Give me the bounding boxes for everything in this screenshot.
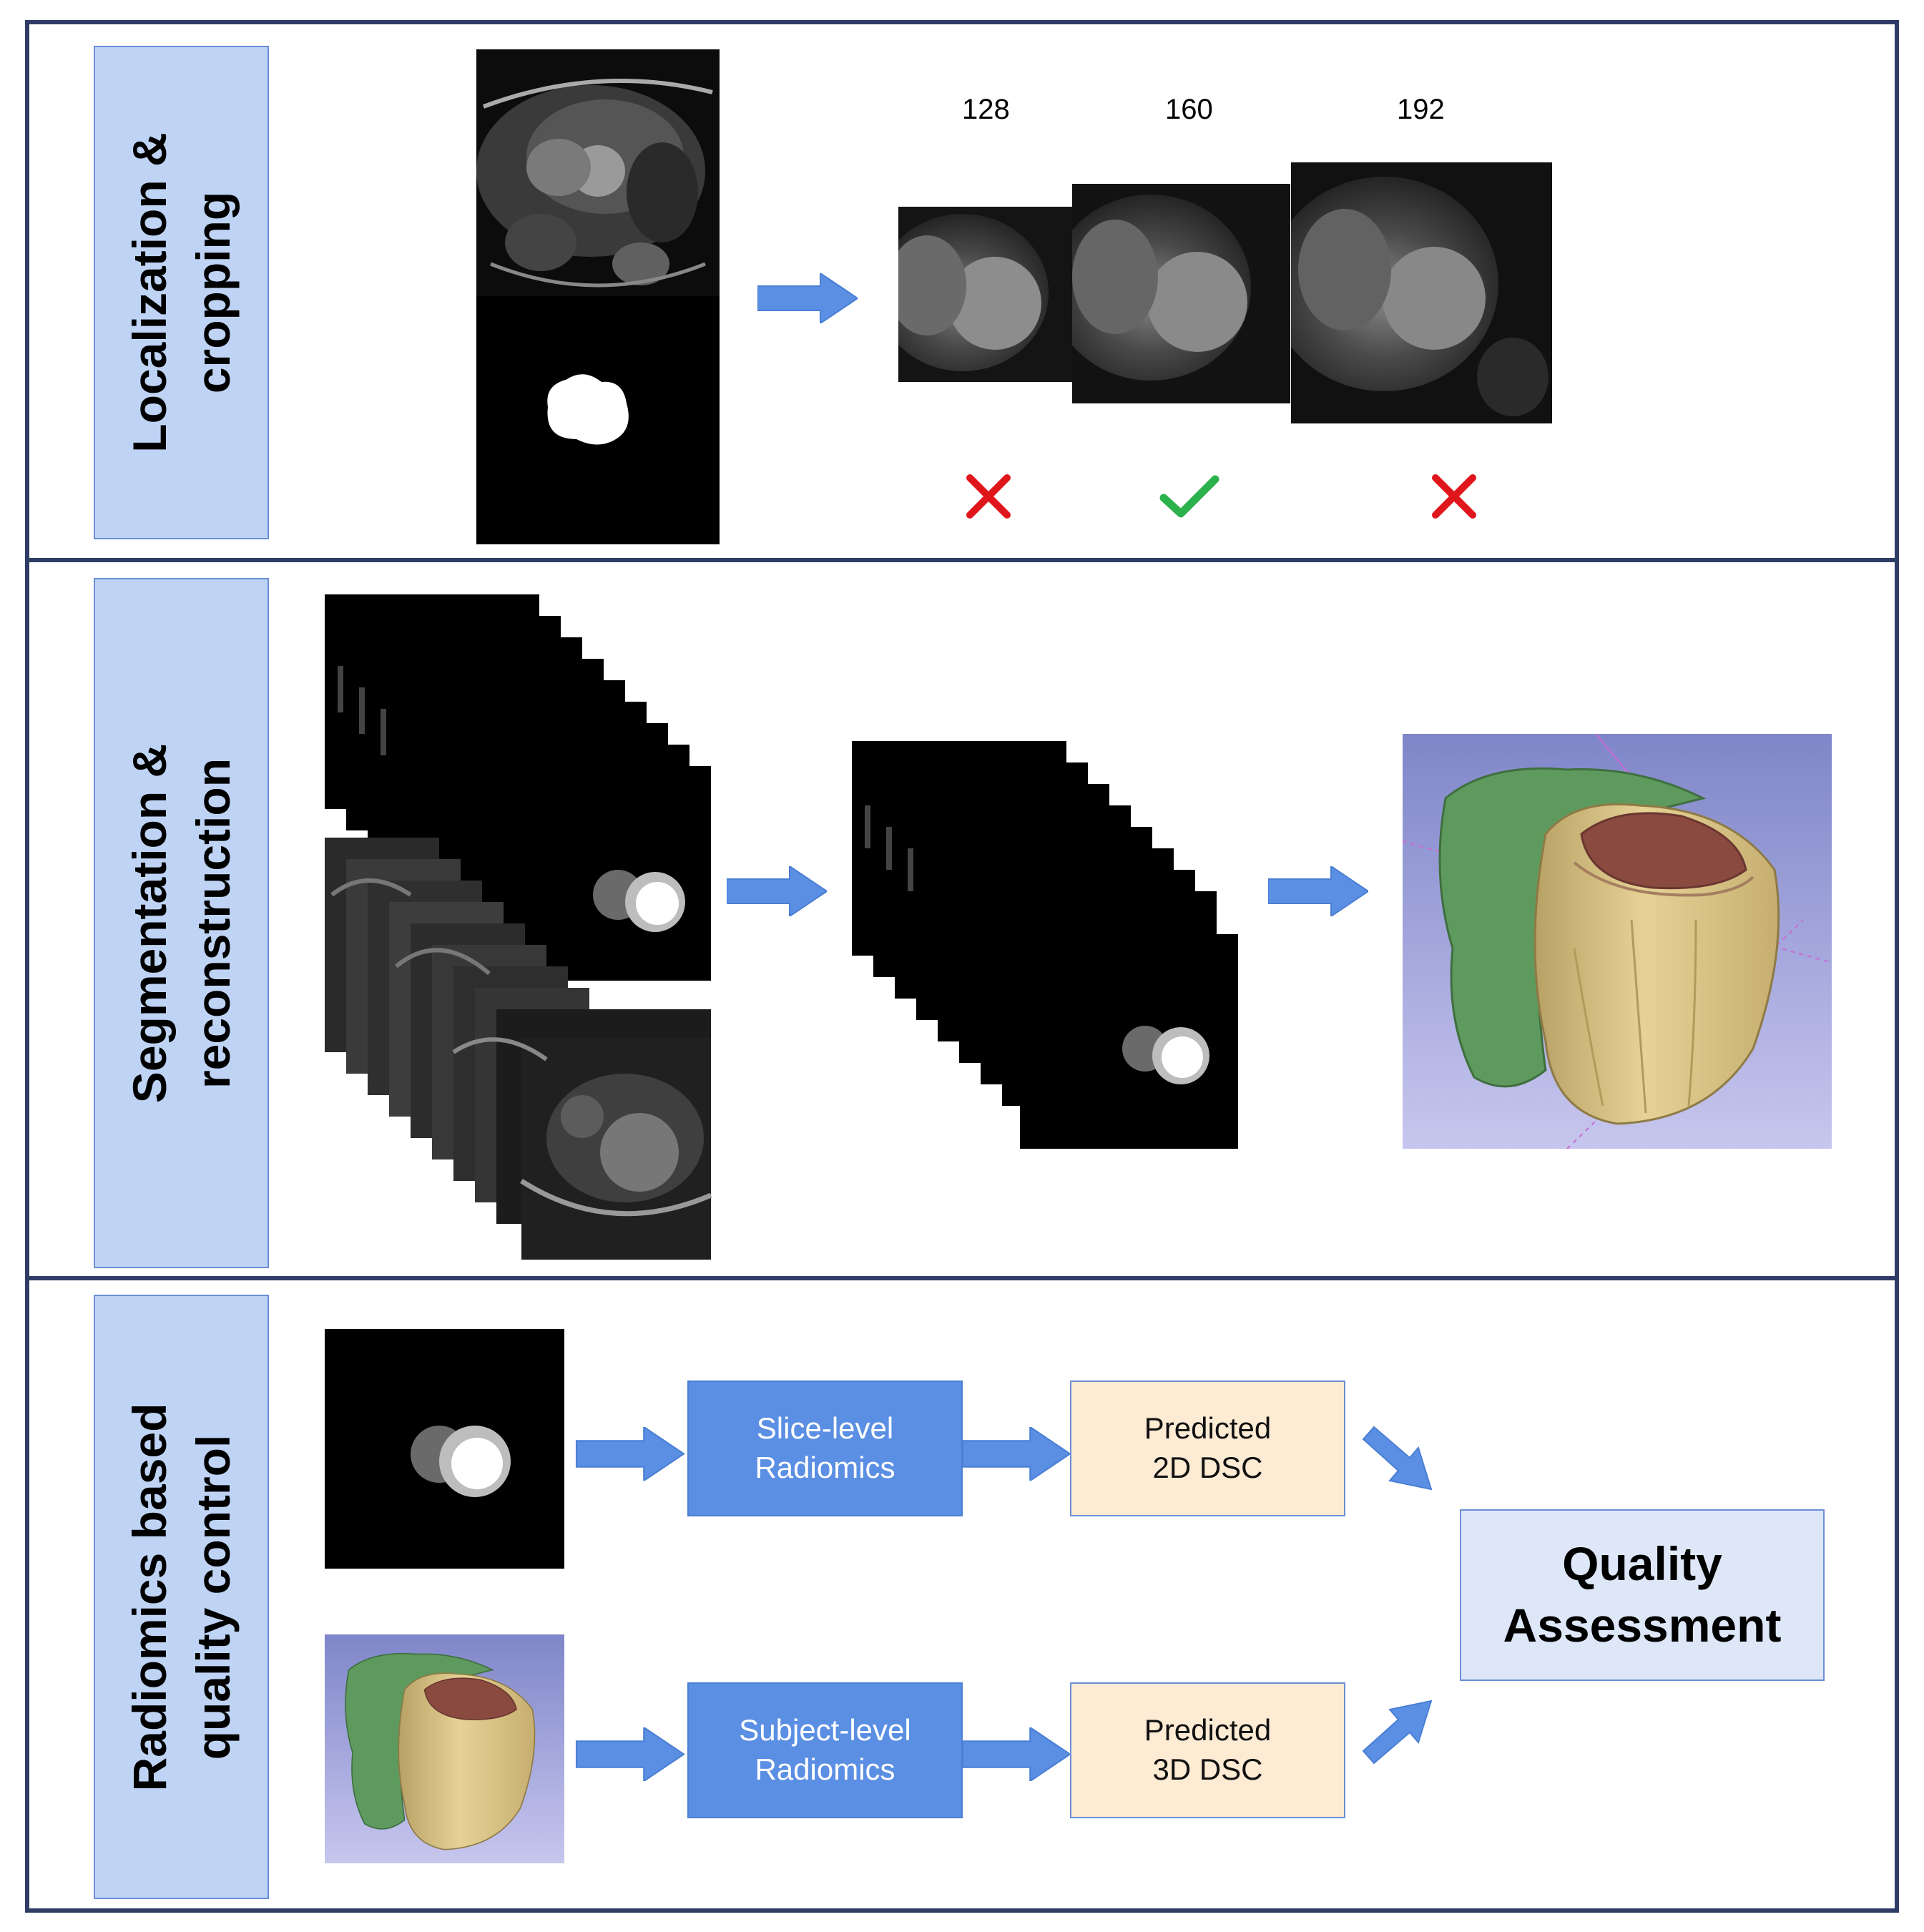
segmentation-label-line1: Segmentation & (122, 743, 176, 1103)
mask-stack (325, 594, 711, 981)
check-icon (1159, 475, 1219, 518)
crop-size-160: 160 (1165, 94, 1213, 125)
localization-mask (547, 374, 629, 445)
arrow-right (573, 1427, 687, 1481)
quality-control-label-line2: quality control (186, 1434, 240, 1760)
quality-control-label: Radiomics based quality control (94, 1295, 269, 1899)
cross-icon (1432, 474, 1476, 519)
arrow-right (963, 1727, 1070, 1781)
full-mri-with-mask (476, 49, 720, 544)
full-mri-slice (476, 49, 720, 296)
localization-label: Localization & cropping (94, 46, 269, 539)
crop-192 (1291, 162, 1552, 423)
slice-mask-image (325, 1329, 564, 1569)
arrow-right (757, 273, 858, 323)
localization-panel: Localization & cropping 128 160 192 (25, 20, 1899, 562)
segmentation-label-line2: reconstruction (186, 757, 240, 1089)
crop-size-192: 192 (1397, 94, 1445, 125)
crop-128 (898, 207, 1077, 382)
predicted-2d-dsc-box: Predicted 2D DSC (1070, 1381, 1345, 1516)
arrow-up-right (1362, 1700, 1433, 1765)
slice-level-radiomics-box: Slice-level Radiomics (687, 1381, 963, 1516)
quality-assessment-box: Quality Assessment (1460, 1509, 1825, 1681)
subject-level-radiomics-box: Subject-level Radiomics (687, 1682, 963, 1818)
predicted-3d-dsc-box: Predicted 3D DSC (1070, 1682, 1345, 1818)
arrow-right (963, 1427, 1070, 1481)
quality-control-panel: Radiomics based quality control Slice-le… (25, 1276, 1899, 1913)
crop-160 (1072, 184, 1290, 403)
3d-heart-reconstruction (1403, 734, 1832, 1149)
input-slice-stacks (325, 594, 712, 1260)
crop-size-128: 128 (962, 94, 1010, 125)
localization-label-line2: cropping (186, 191, 240, 394)
quality-control-label-line1: Radiomics based (122, 1403, 176, 1791)
cross-icon (966, 474, 1011, 519)
arrow-right (727, 866, 827, 916)
arrow-down-right (1362, 1426, 1433, 1491)
3d-heart-thumbnail (325, 1634, 564, 1863)
segmentation-panel: Segmentation & reconstruction (25, 558, 1899, 1280)
segmented-stack (852, 741, 1238, 1149)
arrow-right (1268, 866, 1368, 916)
arrow-right (573, 1727, 687, 1781)
segmentation-label: Segmentation & reconstruction (94, 578, 269, 1268)
localization-label-line1: Localization & (122, 132, 176, 453)
mri-stack (325, 838, 712, 1260)
